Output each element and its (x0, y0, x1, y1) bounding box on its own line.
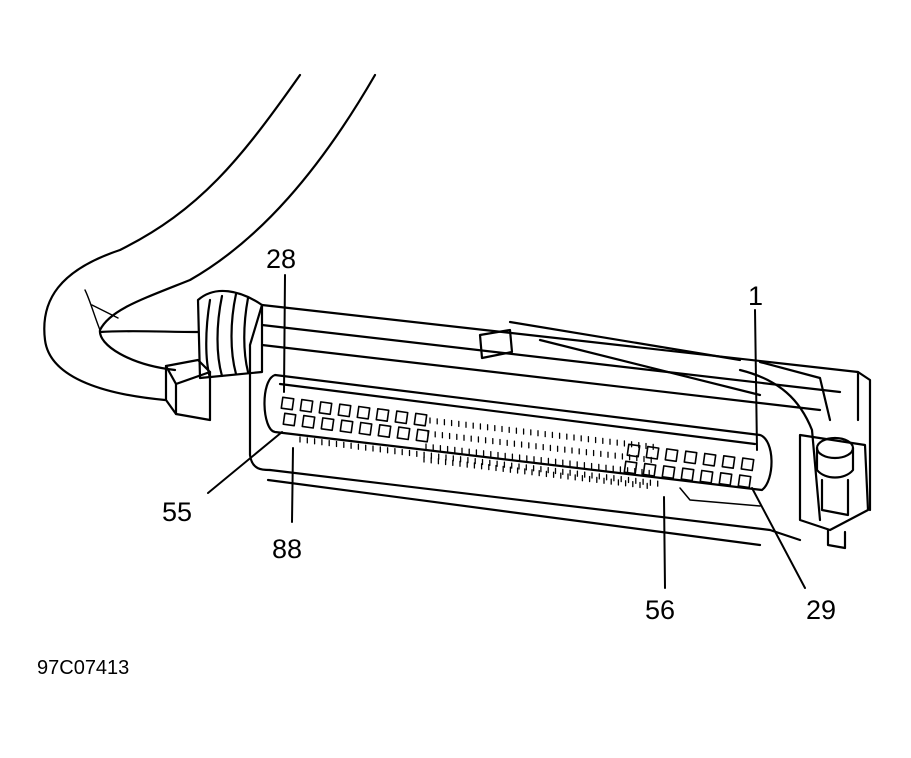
leader-line-1 (754, 309, 758, 451)
pin-cavity (301, 414, 316, 429)
leader-line-29 (751, 487, 806, 589)
connector-body (248, 303, 860, 547)
pin-cavity (661, 465, 676, 480)
callout-label-29: 29 (806, 595, 837, 625)
pin-cavity (664, 448, 679, 463)
pin-cavity (626, 443, 641, 458)
pin-face (263, 373, 773, 507)
pin-cavity (699, 469, 714, 484)
mounting-bracket (798, 370, 872, 550)
leader-line-28 (283, 274, 286, 393)
pin-cavity (645, 445, 660, 460)
leader-lines (207, 274, 806, 589)
pin-cavity (702, 452, 717, 467)
pin-cavity (721, 454, 736, 470)
pin-cavity (377, 423, 392, 439)
pin-cavity (680, 467, 695, 482)
pin-cavity (320, 417, 335, 432)
leader-line-88 (291, 447, 294, 523)
pin-cavity (623, 460, 638, 475)
figure-id: 97C07413 (37, 657, 130, 679)
callout-label-88: 88 (272, 534, 303, 564)
pin-cavity (375, 407, 390, 423)
callout-label-1: 1 (748, 281, 764, 311)
pin-cavity (337, 403, 352, 418)
pin-cavity (737, 474, 752, 489)
pin-cavity (339, 419, 354, 434)
pin-cavities-small (299, 417, 659, 490)
leader-line-55 (207, 431, 283, 494)
wire-harness (43, 73, 377, 402)
callout-label-56: 56 (645, 595, 676, 625)
pin-cavity (356, 405, 371, 420)
callout-label-55: 55 (162, 497, 193, 527)
connector-boot (164, 289, 264, 422)
pin-cavity (280, 396, 295, 411)
pin-cavity (299, 398, 314, 413)
pin-cavity (394, 410, 409, 425)
pin-cavity (718, 471, 733, 487)
pin-cavity (396, 426, 411, 441)
pin-cavity (740, 457, 755, 472)
pin-cavity (413, 412, 428, 427)
pin-cavity (282, 412, 297, 427)
callout-label-28: 28 (266, 244, 297, 274)
pin-cavity (415, 428, 430, 443)
leader-line-56 (663, 496, 666, 589)
pin-cavity (318, 401, 333, 416)
pin-cavity (683, 450, 698, 465)
pin-cavity (358, 421, 373, 436)
pin-cavities-large (280, 396, 755, 489)
